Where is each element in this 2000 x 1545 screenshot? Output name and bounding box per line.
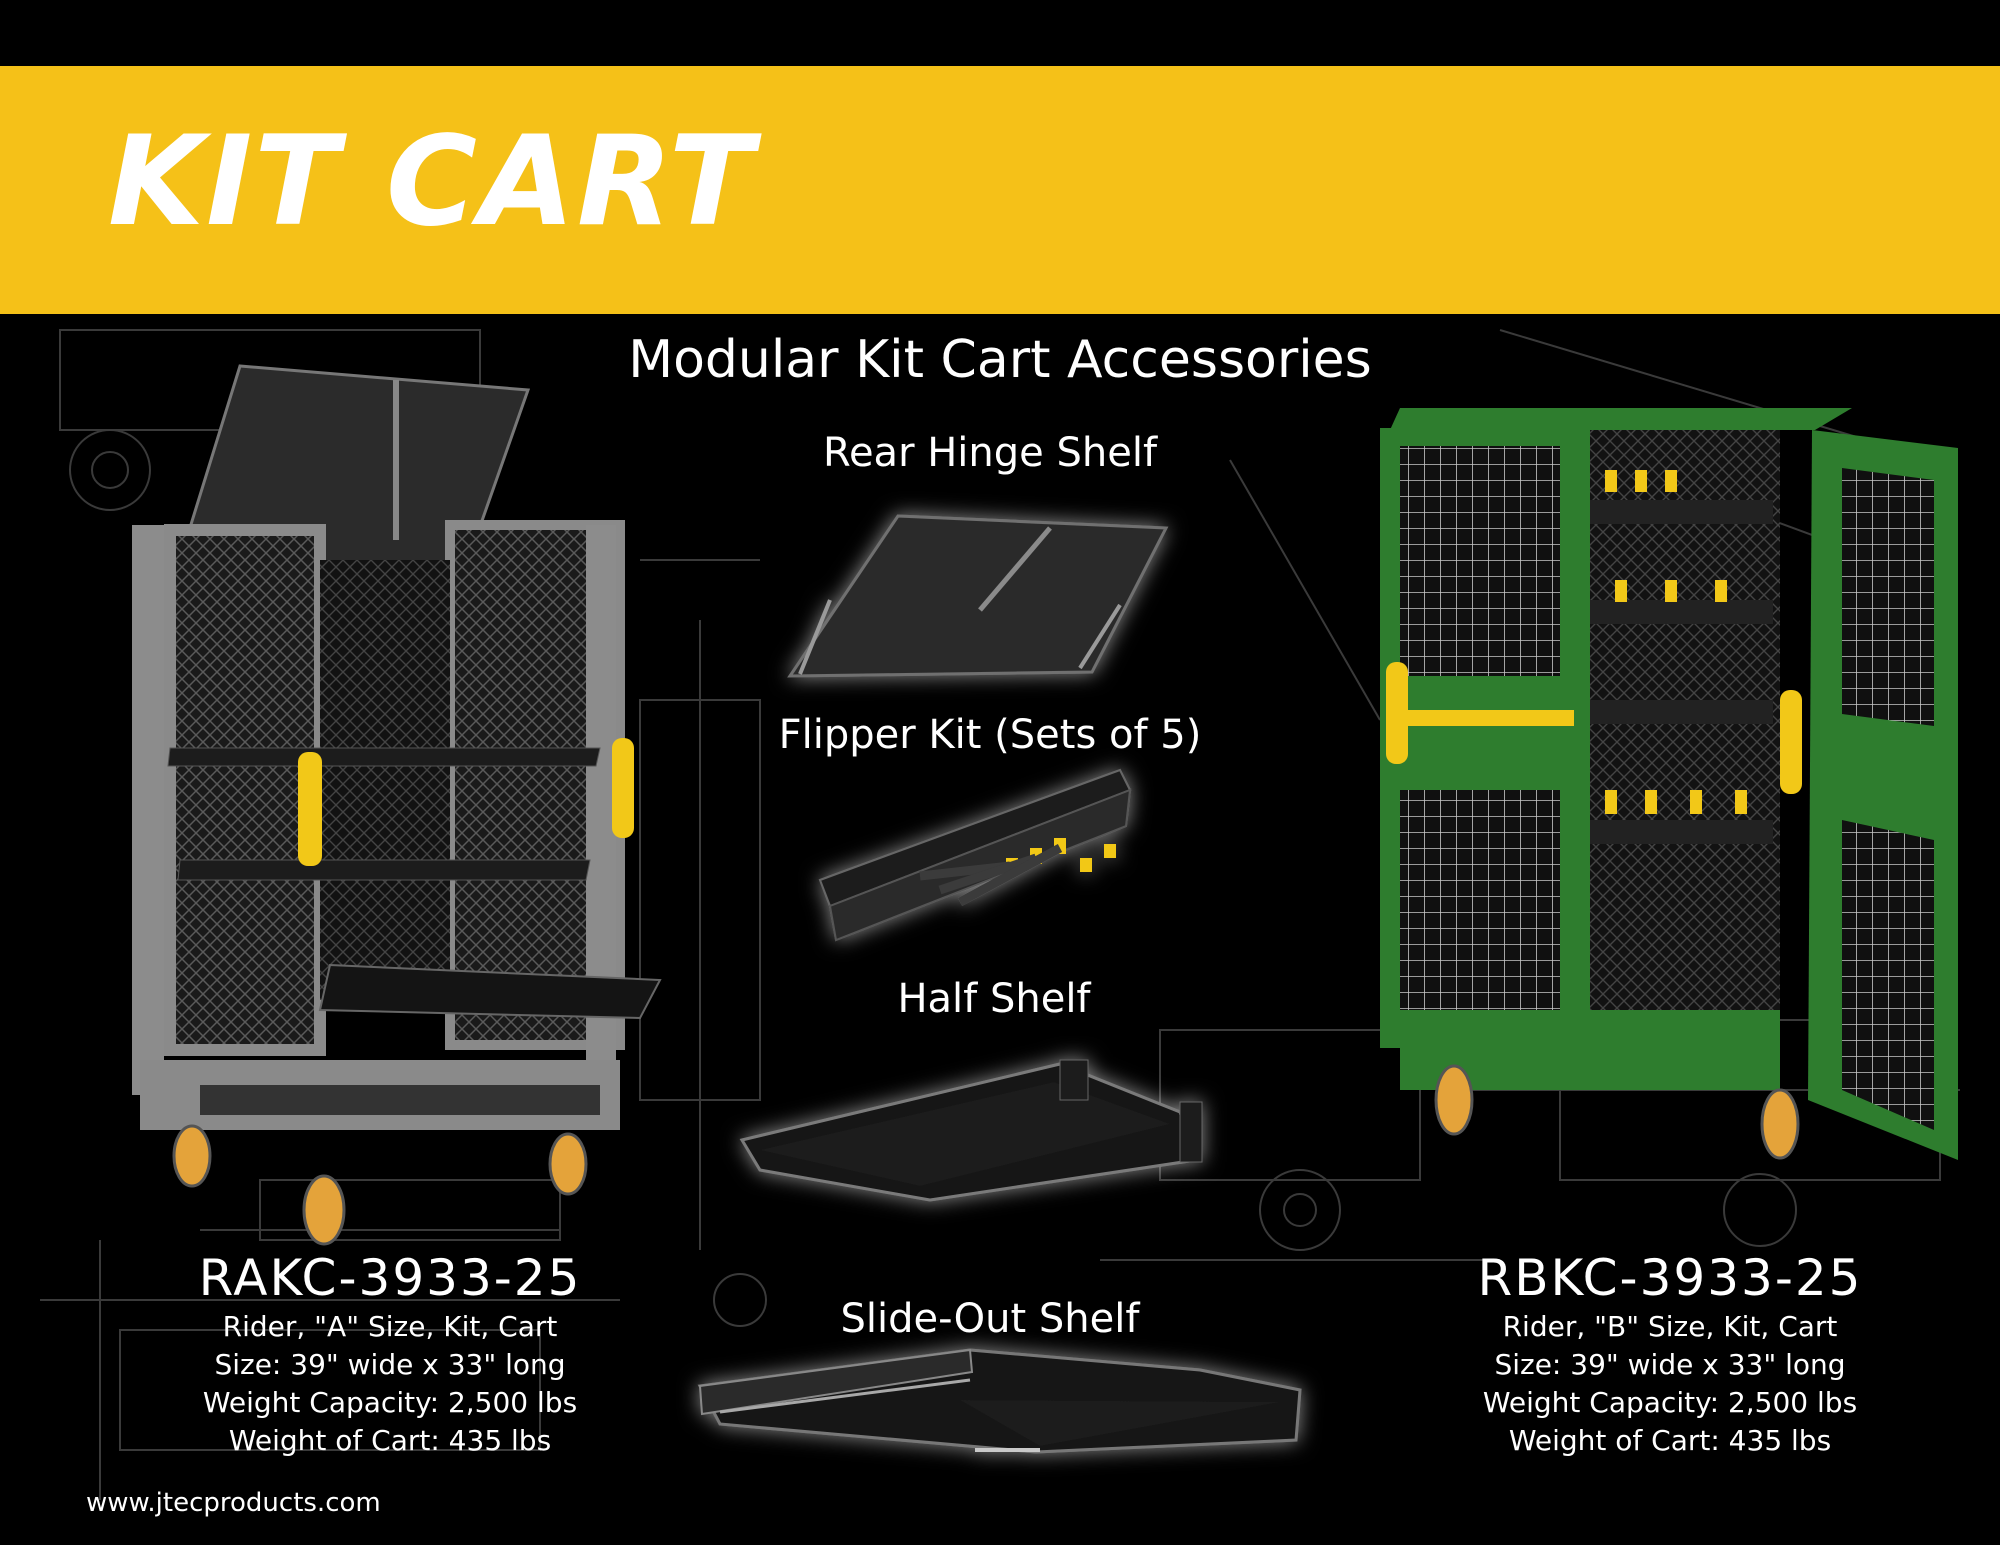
product-a-spec-capacity: Weight Capacity: 2,500 lbs bbox=[202, 1386, 578, 1419]
product-b-spec-size: Size: 39" wide x 33" long bbox=[1494, 1348, 1846, 1381]
website-link[interactable]: www.jtecproducts.com bbox=[86, 1488, 381, 1518]
product-a-spec-weight: Weight of Cart: 435 lbs bbox=[228, 1424, 552, 1457]
accessory-label-rear-hinge-shelf: Rear Hinge Shelf bbox=[822, 430, 1158, 476]
accessory-label-slide-out-shelf: Slide-Out Shelf bbox=[840, 1296, 1140, 1342]
page-title: KIT CART bbox=[108, 110, 756, 254]
product-b-model: RBKC-3933-25 bbox=[1477, 1249, 1863, 1307]
product-b-spec-weight: Weight of Cart: 435 lbs bbox=[1508, 1424, 1832, 1457]
accessory-label-flipper-kit: Flipper Kit (Sets of 5) bbox=[778, 712, 1202, 758]
product-b-spec-capacity: Weight Capacity: 2,500 lbs bbox=[1482, 1386, 1858, 1419]
accessory-label-half-shelf: Half Shelf bbox=[897, 976, 1091, 1022]
rear-hinge-shelf-image bbox=[787, 514, 1169, 678]
slide-out-shelf-image bbox=[697, 1348, 1302, 1454]
half-shelf-image bbox=[739, 1059, 1203, 1202]
product-a-spec-type: Rider, "A" Size, Kit, Cart bbox=[222, 1310, 558, 1343]
product-a-info: RAKC-3933-25 Rider, "A" Size, Kit, Cart … bbox=[110, 1248, 670, 1460]
title-banner bbox=[0, 66, 2000, 314]
section-title: Modular Kit Cart Accessories bbox=[628, 330, 1372, 390]
product-b-spec-type: Rider, "B" Size, Kit, Cart bbox=[1502, 1310, 1838, 1343]
cart-a-illustration bbox=[132, 364, 662, 1246]
product-a-model: RAKC-3933-25 bbox=[198, 1249, 582, 1307]
product-b-info: RBKC-3933-25 Rider, "B" Size, Kit, Cart … bbox=[1390, 1248, 1950, 1460]
cart-b-illustration bbox=[1380, 408, 1958, 1160]
product-a-spec-size: Size: 39" wide x 33" long bbox=[214, 1348, 566, 1381]
flipper-kit-image bbox=[818, 768, 1132, 942]
